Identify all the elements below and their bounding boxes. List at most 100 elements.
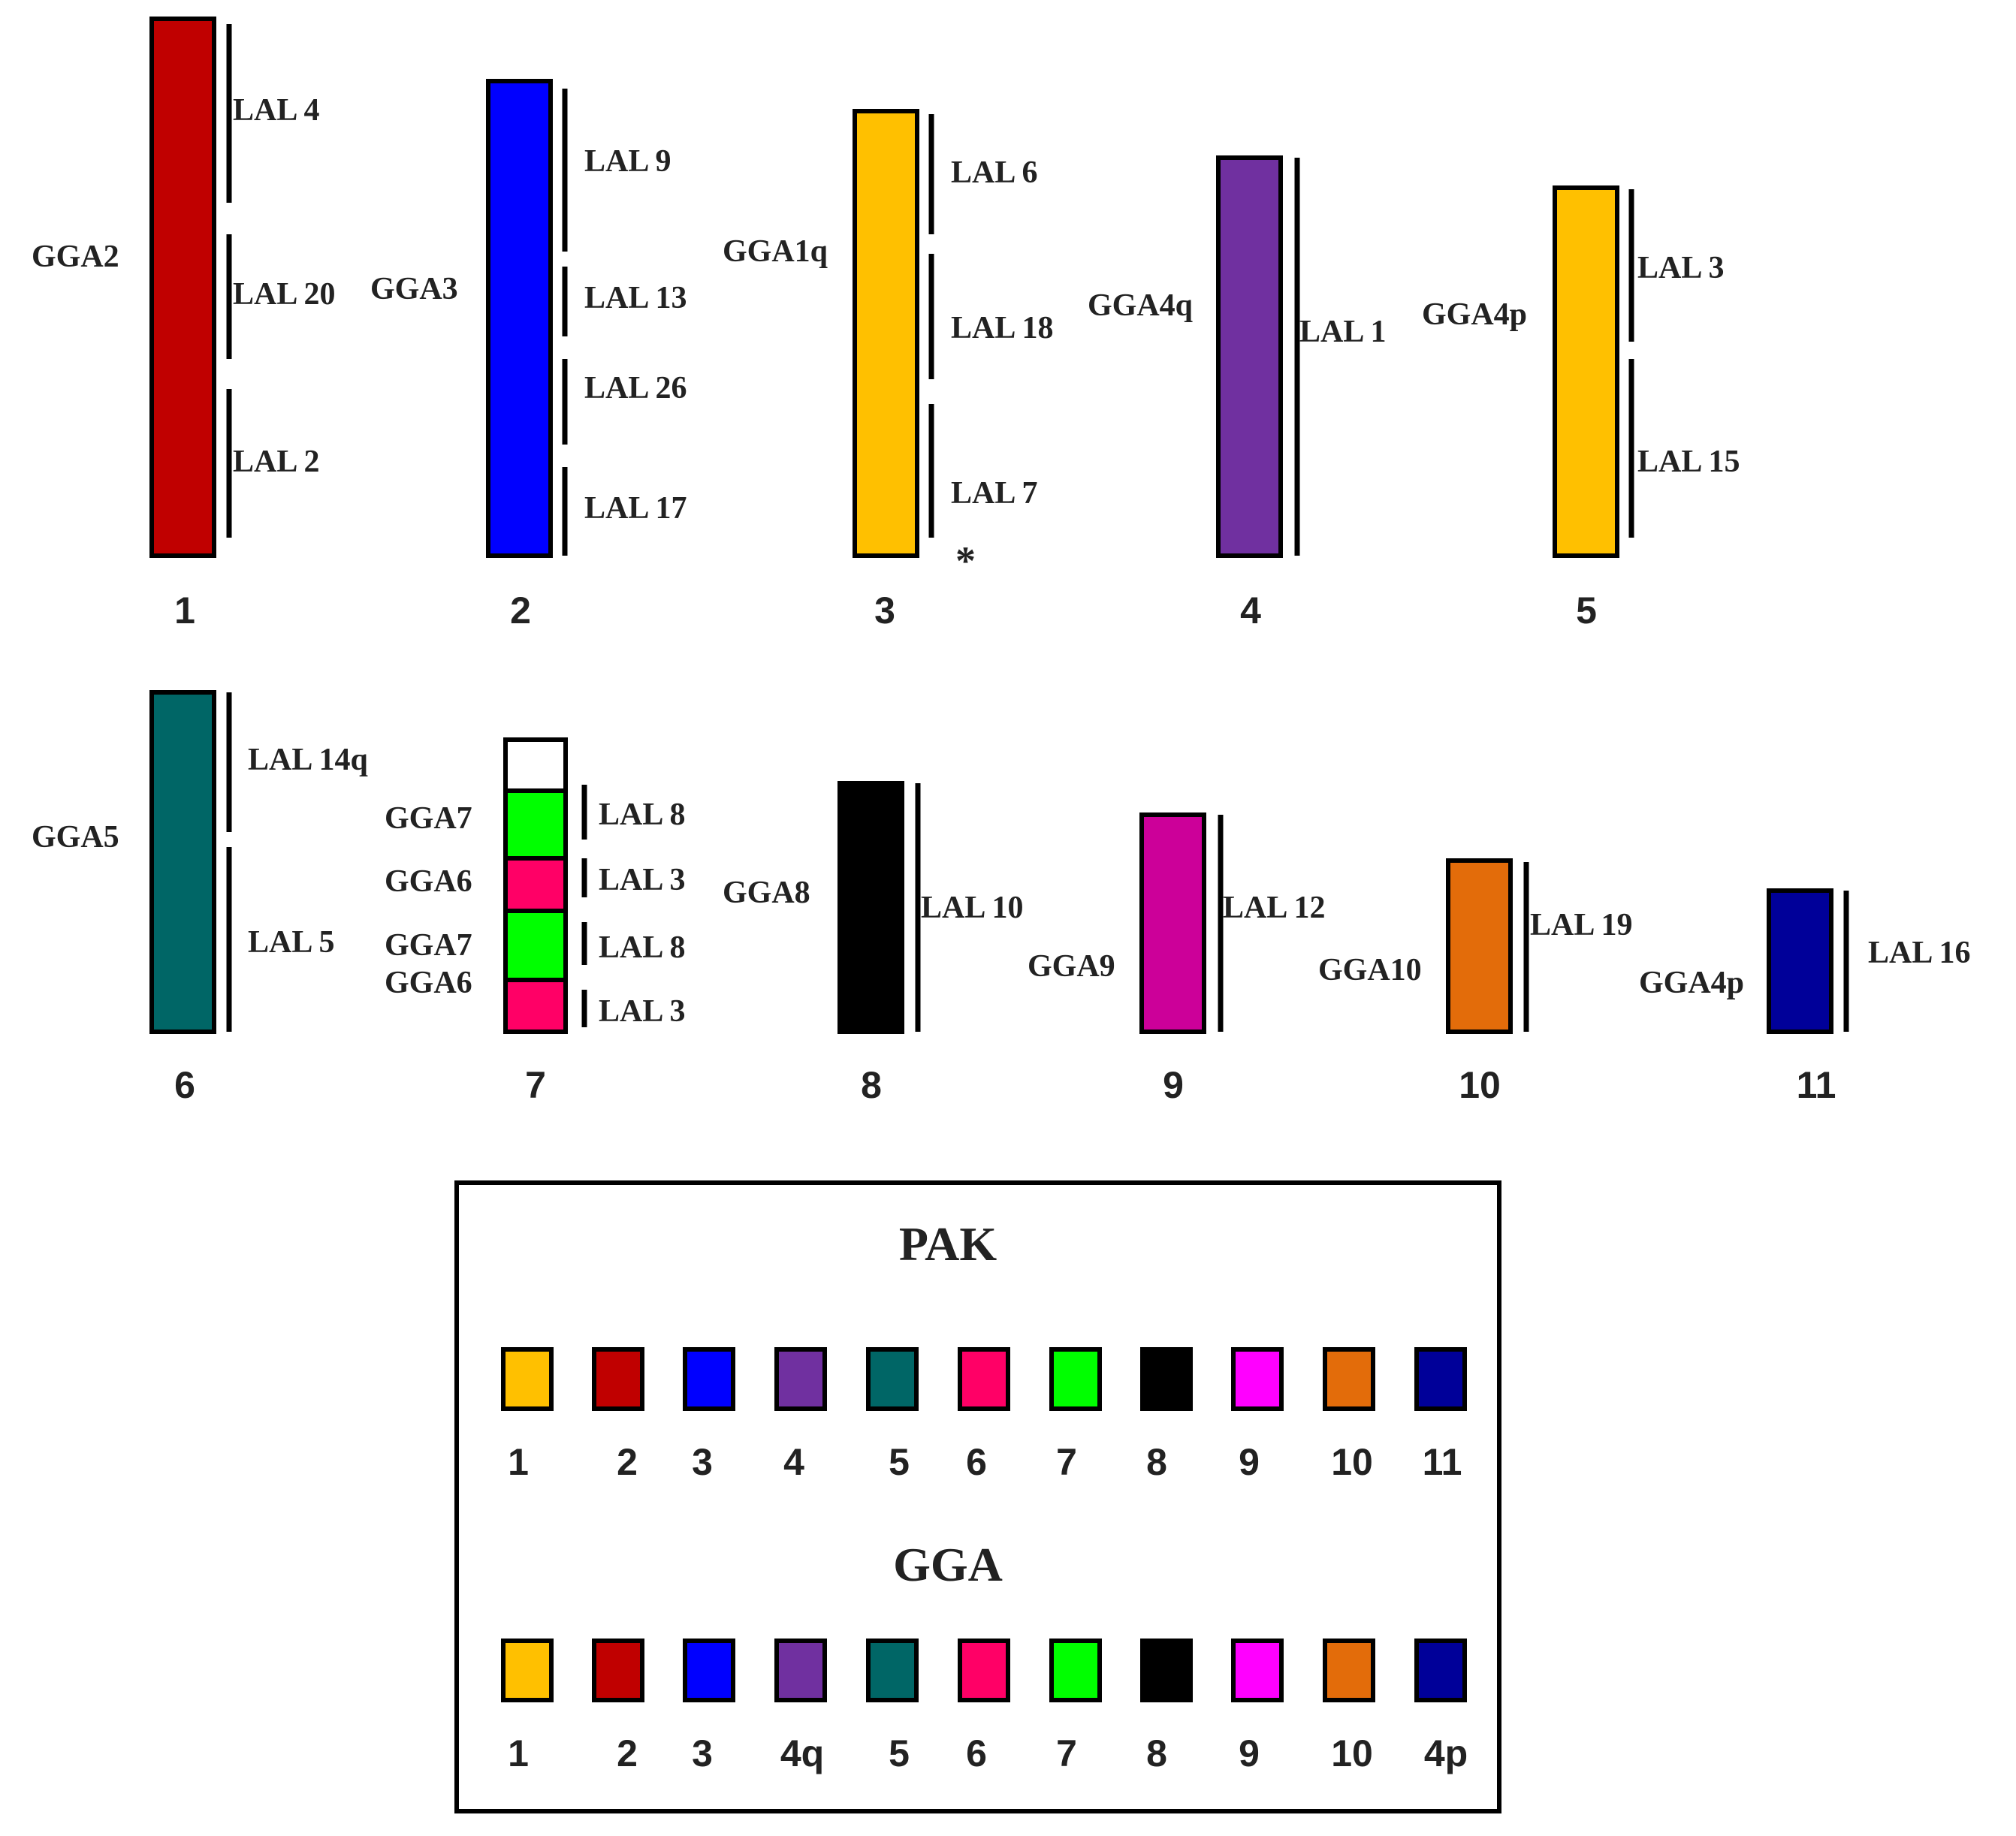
chromosome-number: 8 [861, 1064, 882, 1106]
chromosome-5-bar [1553, 185, 1619, 558]
lal-label: LAL 19 [1530, 908, 1633, 942]
lal-label: LAL 10 [921, 891, 1024, 925]
legend-swatch [1049, 1347, 1102, 1411]
legend-label: 6 [966, 1732, 987, 1774]
lal-label: LAL 13 [584, 281, 687, 315]
legend-label: 2 [617, 1441, 638, 1483]
chromosome-9-bar [1139, 812, 1206, 1034]
lal-label: LAL 9 [584, 144, 671, 179]
chromosome-7-segment-gga7 [503, 788, 568, 861]
legend-swatch [683, 1347, 735, 1411]
chromosome-number: 5 [1576, 589, 1597, 632]
gga-label: GGA7 [385, 801, 472, 836]
chromosome-8-bar [837, 781, 904, 1034]
legend-swatch [1414, 1639, 1467, 1702]
legend-label: 9 [1239, 1441, 1260, 1483]
chromosome-4: GGA4q LAL 1 4 [1088, 155, 1387, 632]
legend-swatch [774, 1347, 827, 1411]
legend-swatch [1323, 1639, 1375, 1702]
lal-label: LAL 17 [584, 491, 687, 526]
chromosome-7-segment-gga6 [503, 978, 568, 1034]
gga-label: GGA4p [1639, 966, 1744, 1000]
legend-swatch [866, 1347, 919, 1411]
legend-gga-row: 1 2 3 4q 5 6 7 8 9 10 4p [501, 1639, 1468, 1774]
lal-label: LAL 4 [233, 93, 320, 128]
legend-swatch [1140, 1347, 1193, 1411]
lal-label: LAL 2 [233, 445, 320, 479]
chromosome-number: 2 [510, 589, 531, 632]
chromosome-7-segment-blank [503, 737, 568, 793]
lal-label: LAL 7 [951, 476, 1038, 511]
lal-label: LAL 26 [584, 371, 687, 405]
chromosome-number: 6 [174, 1064, 195, 1106]
legend-swatch [774, 1639, 827, 1702]
legend-label: 3 [692, 1732, 713, 1774]
gga-label: GGA6 [385, 966, 472, 1000]
lal-label: LAL 20 [233, 277, 336, 312]
legend-swatch [1049, 1639, 1102, 1702]
legend-swatch [866, 1639, 919, 1702]
chromosome-10-bar [1446, 858, 1513, 1034]
gga-label: GGA7 [385, 928, 472, 963]
legend-swatch [958, 1347, 1010, 1411]
lal-label: LAL 5 [248, 925, 335, 960]
legend-swatch [1323, 1347, 1375, 1411]
chromosome-2: GGA3 LAL 9 LAL 13 LAL 26 LAL 17 2 [370, 79, 687, 632]
chromosome-10: GGA10 LAL 19 10 [1318, 858, 1633, 1106]
legend-label: 10 [1331, 1732, 1373, 1774]
chromosome-number: 11 [1797, 1064, 1836, 1106]
legend-box: PAK GGA 1 2 3 4 5 6 7 8 9 10 11 [454, 1180, 1501, 1813]
lal-label: LAL 12 [1223, 891, 1326, 925]
legend-label: 7 [1056, 1732, 1077, 1774]
gga-label: GGA8 [723, 876, 810, 910]
legend-label: 9 [1239, 1732, 1260, 1774]
lal-label: LAL 3 [1637, 251, 1725, 285]
legend-swatch [1140, 1639, 1193, 1702]
gga-label: GGA4q [1088, 288, 1193, 323]
chromosome-1-bar [149, 17, 216, 558]
legend-label: 6 [966, 1441, 987, 1483]
legend-title-pak: PAK [899, 1217, 997, 1271]
asterisk-marker: * [955, 538, 976, 583]
chromosome-7-segment-gga7 [503, 909, 568, 982]
legend-label: 10 [1331, 1441, 1373, 1483]
legend-title-gga: GGA [893, 1538, 1003, 1591]
chromosome-3: GGA1q LAL 6 LAL 18 LAL 7 * 3 [723, 109, 1054, 632]
chromosome-11-bar [1767, 888, 1833, 1034]
legend-label: 8 [1146, 1441, 1167, 1483]
gga-label: GGA5 [32, 820, 119, 855]
lal-label: LAL 6 [951, 155, 1038, 190]
chromosome-number: 3 [874, 589, 895, 632]
lal-label: LAL 16 [1868, 936, 1971, 970]
gga-label: GGA6 [385, 864, 472, 899]
legend-swatch [501, 1639, 554, 1702]
lal-label: LAL 1 [1299, 315, 1387, 349]
gga-label: GGA3 [370, 272, 458, 306]
legend-label: 5 [889, 1441, 910, 1483]
legend-swatch [958, 1639, 1010, 1702]
lal-label: LAL 8 [599, 930, 686, 965]
chromosome-5: GGA4p LAL 3 LAL 15 5 [1422, 185, 1740, 632]
legend-swatch [501, 1347, 554, 1411]
chromosome-number: 7 [525, 1064, 546, 1106]
legend-label: 1 [508, 1732, 529, 1774]
chromosome-2-bar [486, 79, 553, 558]
legend-swatch [683, 1639, 735, 1702]
gga-label: GGA10 [1318, 953, 1422, 987]
legend-label: 4 [783, 1441, 804, 1483]
lal-label: LAL 18 [951, 311, 1054, 345]
chromosome-4-bar [1216, 155, 1283, 558]
lal-label: LAL 3 [599, 994, 686, 1029]
legend-swatch [592, 1347, 644, 1411]
gga-label: GGA9 [1028, 949, 1115, 984]
legend-label: 2 [617, 1732, 638, 1774]
chromosome-8: GGA8 LAL 10 8 [723, 781, 1024, 1106]
gga-label: GGA4p [1422, 297, 1527, 332]
legend-label: 1 [508, 1441, 529, 1483]
legend-swatch [592, 1639, 644, 1702]
chromosome-6: GGA5 LAL 14q LAL 5 6 [32, 690, 368, 1106]
lal-label: LAL 14q [248, 743, 368, 777]
legend-label: 4p [1424, 1732, 1468, 1774]
